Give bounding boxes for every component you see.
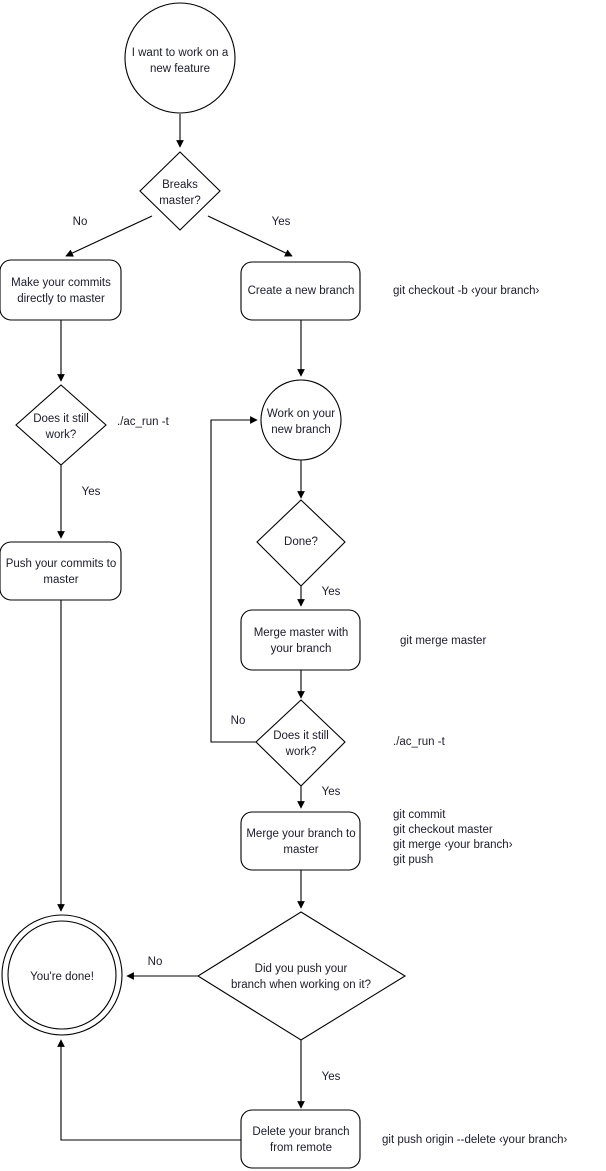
node-did-you-push[interactable]: Did you push your branch when working on… [196, 911, 407, 1041]
push-commits-master-label-line2: master [43, 574, 78, 586]
edge-label-push-yes: Yes [322, 1071, 341, 1083]
annotation-create-branch-cmd: git checkout -b ‹your branch› [393, 285, 540, 297]
annotation-delete-branch-cmd: git push origin --delete ‹your branch› [382, 1134, 568, 1146]
create-branch-box [240, 261, 361, 321]
edge-breaks-yes [207, 215, 293, 257]
merge-branch-to-master-label-line1: Merge your branch to [246, 828, 355, 840]
node-merge-master-with-branch[interactable]: Merge master with your branch [240, 609, 361, 671]
did-you-push-label-line2: branch when working on it? [231, 979, 371, 991]
annotation-ac-run-branch: ./ac_run -t [393, 736, 446, 748]
annotation-merge-branch-cmd-1: git checkout master [393, 824, 493, 836]
start-label-line1: I want to work on a [132, 47, 229, 59]
edge-label-branch-work-no: No [231, 715, 246, 727]
does-it-work-master-label-line1: Does it still [33, 413, 89, 425]
annotation-merge-branch-cmd-2: git merge ‹your branch› [393, 839, 513, 851]
youre-done-label: You're done! [30, 971, 94, 983]
node-breaks-master[interactable]: Breaks master? [139, 151, 221, 231]
delete-branch-box [240, 1109, 361, 1169]
start-circle [124, 2, 236, 114]
edges-group [57, 114, 305, 1141]
annotation-merge-branch-cmd-0: git commit [393, 809, 446, 821]
node-work-on-branch[interactable]: Work on your new branch [260, 379, 342, 461]
edge-label-breaks-yes: Yes [272, 216, 291, 228]
breaks-master-diamond [139, 151, 221, 231]
annotations-group: git checkout -b ‹your branch› ./ac_run -… [117, 285, 568, 1146]
does-it-work-master-diamond [15, 384, 107, 466]
nodes-group: I want to work on a new feature Breaks m… [0, 2, 407, 1169]
push-commits-master-label-line1: Push your commits to [6, 558, 117, 570]
node-make-commits-master[interactable]: Make your commits directly to master [0, 259, 122, 321]
push-commits-master-box [0, 541, 122, 601]
edge-branchwork-no-loop [210, 416, 258, 743]
edge-labels-group: No Yes Yes Yes No Yes No Yes [73, 216, 341, 1083]
node-merge-branch-to-master[interactable]: Merge your branch to master [240, 811, 361, 871]
work-on-branch-circle [260, 379, 342, 461]
create-branch-label: Create a new branch [248, 285, 355, 297]
edge-deletebranch-to-done [57, 1039, 241, 1141]
node-does-it-work-master[interactable]: Does it still work? [15, 384, 107, 466]
done-question-diamond [256, 499, 346, 587]
make-commits-master-box [0, 259, 122, 321]
annotation-merge-master-cmd: git merge master [400, 635, 486, 647]
does-it-work-branch-label-line2: work? [285, 746, 317, 758]
edge-label-done-yes: Yes [322, 586, 341, 598]
done-question-label: Done? [284, 536, 318, 548]
work-on-branch-label-line2: new branch [271, 424, 330, 436]
node-does-it-work-branch[interactable]: Does it still work? [255, 699, 346, 787]
edge-label-branch-work-yes: Yes [322, 786, 341, 798]
edge-breaks-no [65, 215, 153, 257]
node-youre-done[interactable]: You're done! [1, 914, 123, 1036]
merge-branch-to-master-box [240, 811, 361, 871]
youre-done-inner-circle [7, 920, 117, 1030]
node-create-branch[interactable]: Create a new branch [240, 261, 361, 321]
merge-branch-to-master-label-line2: master [283, 844, 318, 856]
merge-master-with-branch-box [240, 609, 361, 671]
node-start[interactable]: I want to work on a new feature [124, 2, 236, 114]
did-you-push-label-line1: Did you push your [255, 963, 348, 975]
edge-label-breaks-no: No [73, 216, 88, 228]
node-delete-branch[interactable]: Delete your branch from remote [240, 1109, 361, 1169]
delete-branch-label-line1: Delete your branch [252, 1126, 349, 1138]
annotation-ac-run-master: ./ac_run -t [117, 416, 170, 428]
start-label-line2: new feature [150, 63, 210, 75]
does-it-work-branch-diamond [255, 699, 346, 787]
edge-label-push-no: No [148, 956, 163, 968]
edge-label-master-work-yes: Yes [82, 486, 101, 498]
make-commits-master-label-line1: Make your commits [11, 277, 111, 289]
merge-master-with-branch-label-line1: Merge master with [254, 627, 349, 639]
work-on-branch-label-line1: Work on your [267, 408, 335, 420]
does-it-work-branch-label-line1: Does it still [273, 730, 329, 742]
merge-master-with-branch-label-line2: your branch [271, 643, 332, 655]
delete-branch-label-line2: from remote [270, 1142, 332, 1154]
breaks-master-label-line1: Breaks [162, 179, 198, 191]
node-done-question[interactable]: Done? [256, 499, 346, 587]
annotation-merge-branch-cmd-3: git push [393, 854, 433, 866]
did-you-push-diamond [196, 911, 407, 1041]
breaks-master-label-line2: master? [159, 195, 201, 207]
node-push-commits-master[interactable]: Push your commits to master [0, 541, 122, 601]
make-commits-master-label-line2: directly to master [17, 293, 105, 305]
does-it-work-master-label-line2: work? [45, 429, 77, 441]
